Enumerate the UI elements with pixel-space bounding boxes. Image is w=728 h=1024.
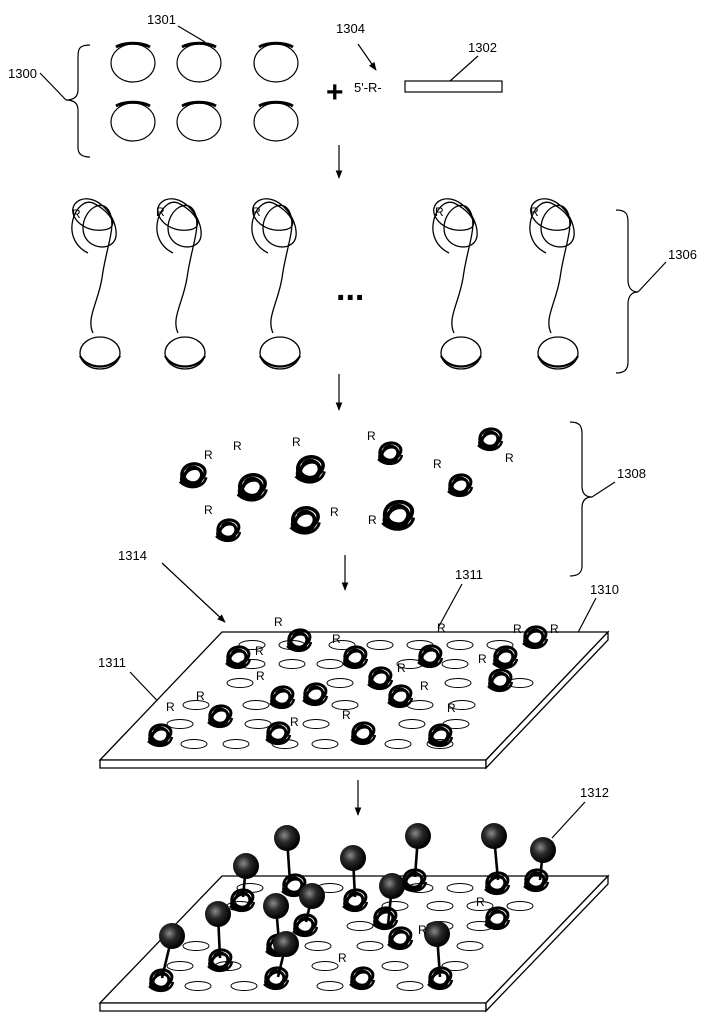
r-label: R: [437, 621, 446, 635]
arrow-1314: [162, 563, 225, 622]
label-1310: 1310: [590, 582, 619, 597]
r-label: R: [204, 448, 213, 462]
plus-sign: +: [326, 76, 344, 109]
r-label: R: [342, 708, 351, 722]
extended-strand: [252, 199, 300, 369]
brace-1306: [616, 210, 638, 373]
brace-1300: [66, 45, 90, 157]
label-1314: 1314: [118, 548, 147, 563]
particle: [111, 103, 155, 141]
collapsed-coil: [180, 464, 206, 487]
bead: [405, 823, 431, 849]
bead: [233, 853, 259, 879]
arrow-1304: [358, 44, 376, 70]
bead: [273, 931, 299, 957]
extended-strand: [72, 199, 120, 369]
r-label: R: [418, 923, 427, 937]
r-label: R: [433, 457, 442, 471]
r-label: R: [255, 644, 264, 658]
extended-strand: [530, 199, 578, 369]
r-label: R: [505, 451, 514, 465]
collapsed-coil: [238, 475, 267, 500]
r-label: R: [513, 622, 522, 636]
r-label: R: [72, 207, 81, 221]
collapsed-coil: [378, 443, 402, 464]
r-label: R: [478, 652, 487, 666]
leader-1300: [40, 73, 66, 100]
r-label: R: [367, 429, 376, 443]
bead-1312: [530, 837, 556, 863]
label-1300: 1300: [8, 66, 37, 81]
r-label: R: [330, 505, 339, 519]
particle: [111, 44, 155, 82]
r-label: R: [338, 951, 347, 965]
label-1301: 1301: [147, 12, 176, 27]
label-1308: 1308: [617, 466, 646, 481]
particle: [177, 44, 221, 82]
r-label: R: [550, 622, 559, 636]
label-1311-left: 1311: [98, 655, 126, 670]
ellipsis: ...: [336, 270, 364, 308]
bead: [205, 901, 231, 927]
r-label: R: [292, 435, 301, 449]
bead: [159, 923, 185, 949]
particle: [254, 44, 298, 82]
r-label: R: [290, 715, 299, 729]
bead: [263, 893, 289, 919]
r-label: R: [435, 205, 444, 219]
primer-label: 5'-R-: [354, 80, 382, 95]
collapsed-coil: [382, 502, 413, 529]
r-label: R: [166, 700, 175, 714]
r-label: R: [420, 679, 429, 693]
r-label: R: [447, 701, 456, 715]
leader-1312: [552, 802, 585, 838]
label-1304: 1304: [336, 21, 365, 36]
leader-1308: [592, 482, 615, 497]
collapsed-coil: [296, 457, 325, 482]
r-label: R: [256, 669, 265, 683]
r-label: R: [530, 205, 539, 219]
r-label: R: [156, 205, 165, 219]
collapsed-coil: [216, 520, 240, 541]
label-1306: 1306: [668, 247, 697, 262]
r-label: R: [397, 661, 406, 675]
strand-row-1306: R R R R R: [72, 199, 578, 369]
bead: [481, 823, 507, 849]
label-1312: 1312: [580, 785, 609, 800]
particle: [177, 103, 221, 141]
leader-1301: [178, 26, 205, 42]
primer-strand-1302: [405, 81, 502, 92]
extended-strand: [157, 199, 205, 369]
coil-cluster-1308: R R R R R R R R R: [180, 429, 514, 541]
substrate-with-beads: R R R: [100, 823, 608, 1011]
r-label: R: [332, 632, 341, 646]
bead: [379, 873, 405, 899]
label-1302: 1302: [468, 40, 497, 55]
r-label: R: [368, 513, 377, 527]
label-1311-top: 1311: [455, 567, 483, 582]
collapsed-coil: [448, 475, 472, 496]
bead: [299, 883, 325, 909]
particle: [254, 103, 298, 141]
bead: [274, 825, 300, 851]
r-label: R: [274, 615, 283, 629]
collapsed-coil: [478, 429, 502, 450]
leader-1302: [450, 56, 478, 81]
leader-1306: [638, 262, 666, 292]
substrate-1310: R R R R R R R R R R R R R R R: [100, 615, 608, 768]
r-label: R: [252, 205, 261, 219]
particle-grid: [111, 43, 298, 141]
bead: [424, 921, 450, 947]
bead: [340, 845, 366, 871]
brace-1308: [570, 422, 592, 576]
r-label: R: [196, 689, 205, 703]
r-label: R: [233, 439, 242, 453]
r-label: R: [476, 895, 485, 909]
collapsed-coil: [291, 508, 320, 533]
extended-strand: [433, 199, 481, 369]
r-label: R: [204, 503, 213, 517]
